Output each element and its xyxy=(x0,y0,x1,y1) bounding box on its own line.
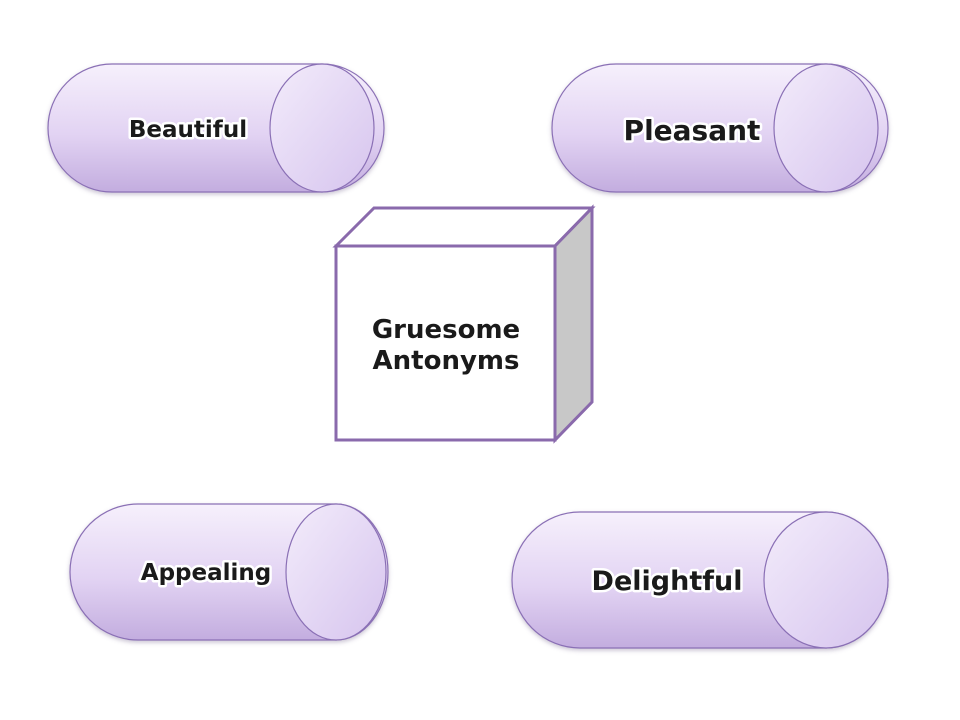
center-box xyxy=(332,204,596,444)
cylinder-cap xyxy=(773,63,879,193)
cylinder-top-left xyxy=(47,63,385,193)
box-top-face xyxy=(332,206,596,248)
box-side-face xyxy=(553,204,594,444)
center-title-line1: Gruesome xyxy=(372,315,520,345)
label-delightful: Delightful xyxy=(592,566,743,597)
cylinder-cap xyxy=(269,63,375,193)
cylinder-bottom-right xyxy=(511,511,889,649)
cylinder-top-right xyxy=(551,63,889,193)
cylinder-bottom-left xyxy=(69,503,389,641)
cylinder-cap xyxy=(763,511,889,649)
label-pleasant: Pleasant xyxy=(624,114,761,147)
center-title-line2: Antonyms xyxy=(373,346,520,376)
label-appealing: Appealing xyxy=(141,560,271,586)
cylinder-cap xyxy=(285,503,387,641)
box-front-face xyxy=(334,244,557,442)
label-beautiful: Beautiful xyxy=(129,117,247,143)
